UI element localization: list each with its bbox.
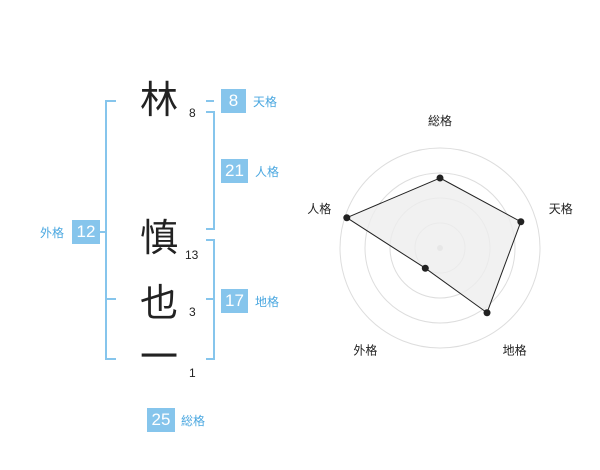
gaikaku-bracket: [105, 100, 116, 360]
radar-grid-inner-3: [364, 172, 516, 324]
radar-point-4: [421, 264, 429, 272]
gaikaku-label: 外格: [40, 226, 65, 240]
tenkaku-badge: 8: [221, 89, 246, 113]
stroke-count-1: 8: [189, 106, 196, 120]
radar-axis-label-2: 天格: [549, 201, 573, 216]
name-char-1: 林: [140, 78, 179, 122]
chikaku-badge: 17: [221, 289, 248, 313]
jinkaku-badge: 21: [221, 159, 248, 183]
name-char-2: 慎: [140, 216, 179, 260]
radar-series-polygon: [345, 177, 522, 314]
radar-point-1: [436, 174, 444, 182]
radar-axis-label-5: 人格: [307, 201, 331, 216]
radar-point-2: [517, 218, 525, 226]
gaikaku-badge: 12: [72, 220, 100, 244]
soukaku-label: 総格: [181, 414, 206, 428]
stroke-count-2: 13: [185, 248, 199, 262]
chikaku-label: 地格: [255, 295, 280, 309]
jinkaku-label: 人格: [255, 165, 280, 179]
jinkaku-bracket: [206, 111, 215, 230]
radar-point-3: [483, 309, 491, 317]
radar-axis-label-4: 外格: [353, 343, 377, 358]
soukaku-badge: 25: [147, 408, 175, 432]
name-char-3: 也: [140, 281, 179, 325]
tenkaku-label: 天格: [253, 95, 278, 109]
radar-axis-label-3: 地格: [503, 343, 527, 358]
name-char-4: 一: [140, 335, 179, 379]
radar-point-5: [343, 214, 351, 222]
stroke-count-4: 1: [189, 366, 196, 380]
stroke-count-3: 3: [189, 305, 196, 319]
radar-axis-label-1: 総格: [428, 113, 452, 128]
